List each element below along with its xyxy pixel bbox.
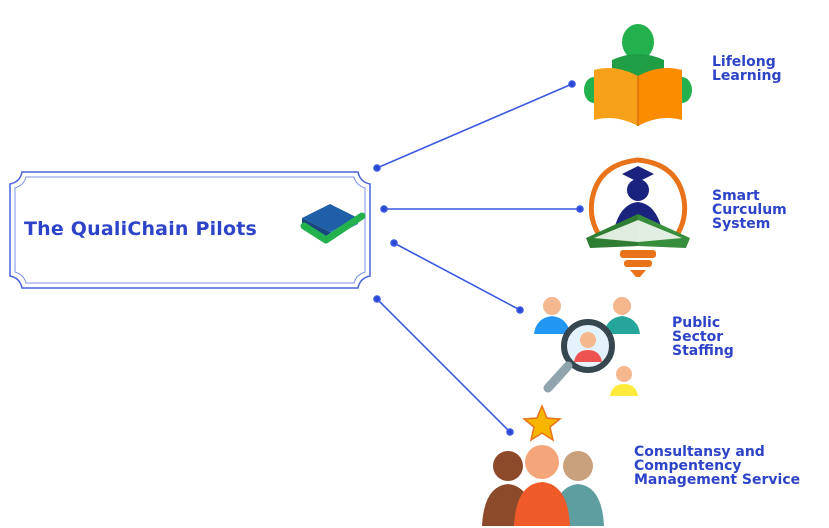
connector-dot: [380, 205, 388, 213]
lightbulb-student-icon: [586, 157, 690, 277]
connector-consultancy: [376, 298, 511, 433]
star-team-icon: [482, 404, 604, 526]
magnifier-people-icon: [534, 297, 640, 396]
label-line: Public: [672, 315, 721, 331]
label-line: Sector: [672, 329, 724, 345]
pilot-label-public-sector: Public Sector Staffing: [672, 316, 734, 358]
diagram-title: The QualiChain Pilots: [24, 218, 258, 240]
pilot-label-consultancy: Consultansy and Compentency Management S…: [634, 445, 800, 487]
connector-dot: [568, 80, 576, 88]
label-line: Curculum: [712, 202, 787, 218]
connector-dot: [373, 295, 381, 303]
label-line: Learning: [712, 68, 782, 84]
reading-person-icon: [584, 24, 692, 126]
connector-public-sector: [393, 242, 521, 311]
connector-dot: [373, 164, 381, 172]
pilot-label-smart-curriculum: Smart Curculum System: [712, 189, 787, 231]
connector-dot: [506, 428, 514, 436]
title-frame: [9, 171, 371, 289]
label-line: Consultansy and: [634, 444, 765, 460]
label-line: Management Service: [634, 472, 801, 488]
connector-dot: [516, 306, 524, 314]
pilot-label-lifelong-learning: Lifelong Learning: [712, 55, 782, 83]
label-line: Smart: [712, 188, 760, 204]
connector-lifelong: [376, 83, 573, 169]
connector-dot: [576, 205, 584, 213]
label-line: Compentency: [634, 458, 742, 474]
label-line: System: [712, 216, 771, 232]
label-line: Lifelong: [712, 54, 776, 70]
label-line: Staffing: [672, 343, 734, 359]
connector-dot: [390, 239, 398, 247]
graduation-cap-icon: [300, 204, 366, 244]
